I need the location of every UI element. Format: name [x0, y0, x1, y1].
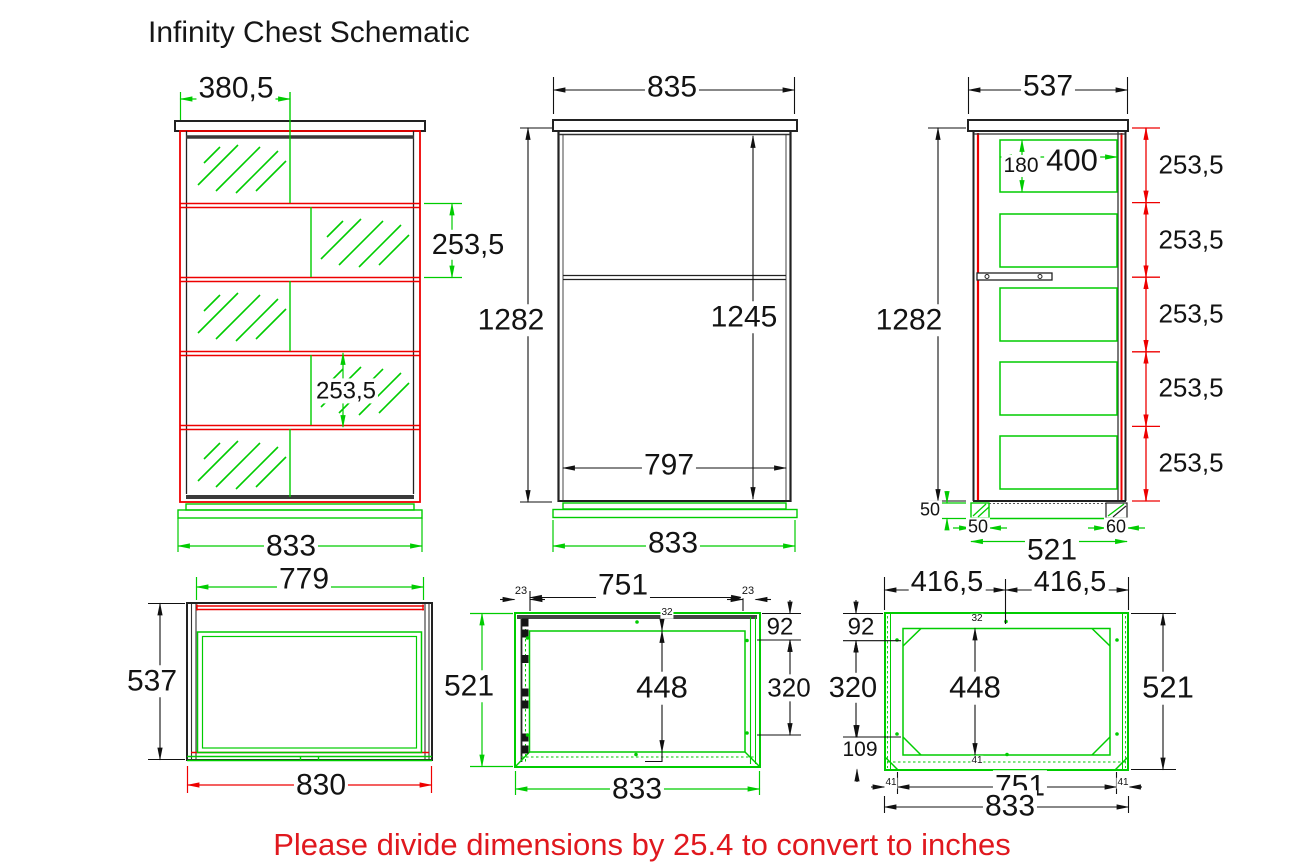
dim-plan-side-offset-right: 23: [740, 585, 756, 598]
dim-section-pitch-4: 253,5: [1156, 372, 1226, 403]
dim-section-front-foot-width: 50: [965, 516, 991, 537]
dim-base-half-width-left: 416,5: [908, 565, 986, 598]
conversion-note: Please divide dimensions by 25.4 to conv…: [273, 827, 1011, 862]
dim-base-depth: 521: [1140, 669, 1196, 705]
dim-section-drawer-box-depth: 400: [1044, 142, 1100, 178]
dim-top-inner-width: 779: [276, 562, 332, 596]
dim-base-bottom-offset: 41: [970, 754, 984, 767]
dim-base-width: 833: [982, 789, 1038, 823]
dim-section-cap-depth: 537: [1020, 69, 1076, 103]
dim-section-rear-foot-width: 60: [1103, 516, 1129, 537]
section-view-drawing: [918, 77, 1160, 545]
dim-base-front-rail: 92: [845, 613, 877, 641]
dim-plan-inner-width: 751: [595, 568, 651, 602]
dim-side-inner-width: 797: [641, 448, 697, 482]
dim-base-corner-left: 41: [884, 776, 898, 789]
front-view-drawing: [174, 92, 462, 552]
dim-section-pitch-2: 253,5: [1156, 224, 1226, 255]
dim-section-pitch-1: 253,5: [1156, 149, 1226, 180]
dim-top-front-width: 830: [293, 768, 349, 802]
dim-front-drawer-pitch: 253,5: [429, 228, 507, 261]
dim-section-drawer-box-height: 180: [1001, 153, 1041, 178]
dim-plan-side-offset-left: 23: [513, 585, 529, 598]
page-title: Infinity Chest Schematic: [148, 16, 470, 49]
dim-base-back-rail: 109: [840, 737, 880, 762]
top-view-drawing: [148, 577, 433, 793]
dim-base-half-width-right: 416,5: [1031, 565, 1109, 598]
dim-side-overall-height: 1282: [475, 303, 547, 337]
dim-plan-front-rail: 92: [764, 613, 796, 641]
dim-section-overall-height: 1282: [873, 303, 945, 337]
dim-plan-front-offset: 32: [660, 606, 674, 619]
dim-section-pitch-5: 253,5: [1156, 447, 1226, 478]
dim-section-plinth-height: 50: [917, 499, 943, 520]
dim-plan-width: 833: [609, 772, 665, 806]
dim-front-drawer-pitch-inner: 253,5: [313, 377, 379, 405]
dim-section-base-depth: 521: [1024, 533, 1080, 567]
dim-base-corner-right: 41: [1116, 776, 1130, 789]
dim-side-cap-width: 835: [644, 70, 700, 104]
dim-front-top-width: 380,5: [196, 71, 276, 105]
dim-plan-depth: 521: [441, 669, 497, 703]
side-view-drawing: [520, 77, 798, 552]
dim-base-front-offset: 32: [970, 612, 984, 625]
dim-side-inner-height: 1245: [708, 300, 780, 334]
dim-base-inner-depth: 448: [947, 669, 1003, 705]
dim-plan-runner: 320: [765, 672, 813, 703]
drawer-base-drawing: [843, 577, 1176, 813]
dim-top-depth: 537: [124, 664, 180, 698]
dim-front-body-width: 833: [263, 529, 319, 563]
dim-base-runner: 320: [826, 671, 880, 704]
dim-section-pitch-3: 253,5: [1156, 298, 1226, 329]
dim-plan-inner-depth: 448: [634, 669, 690, 705]
dim-side-body-width: 833: [645, 526, 701, 560]
